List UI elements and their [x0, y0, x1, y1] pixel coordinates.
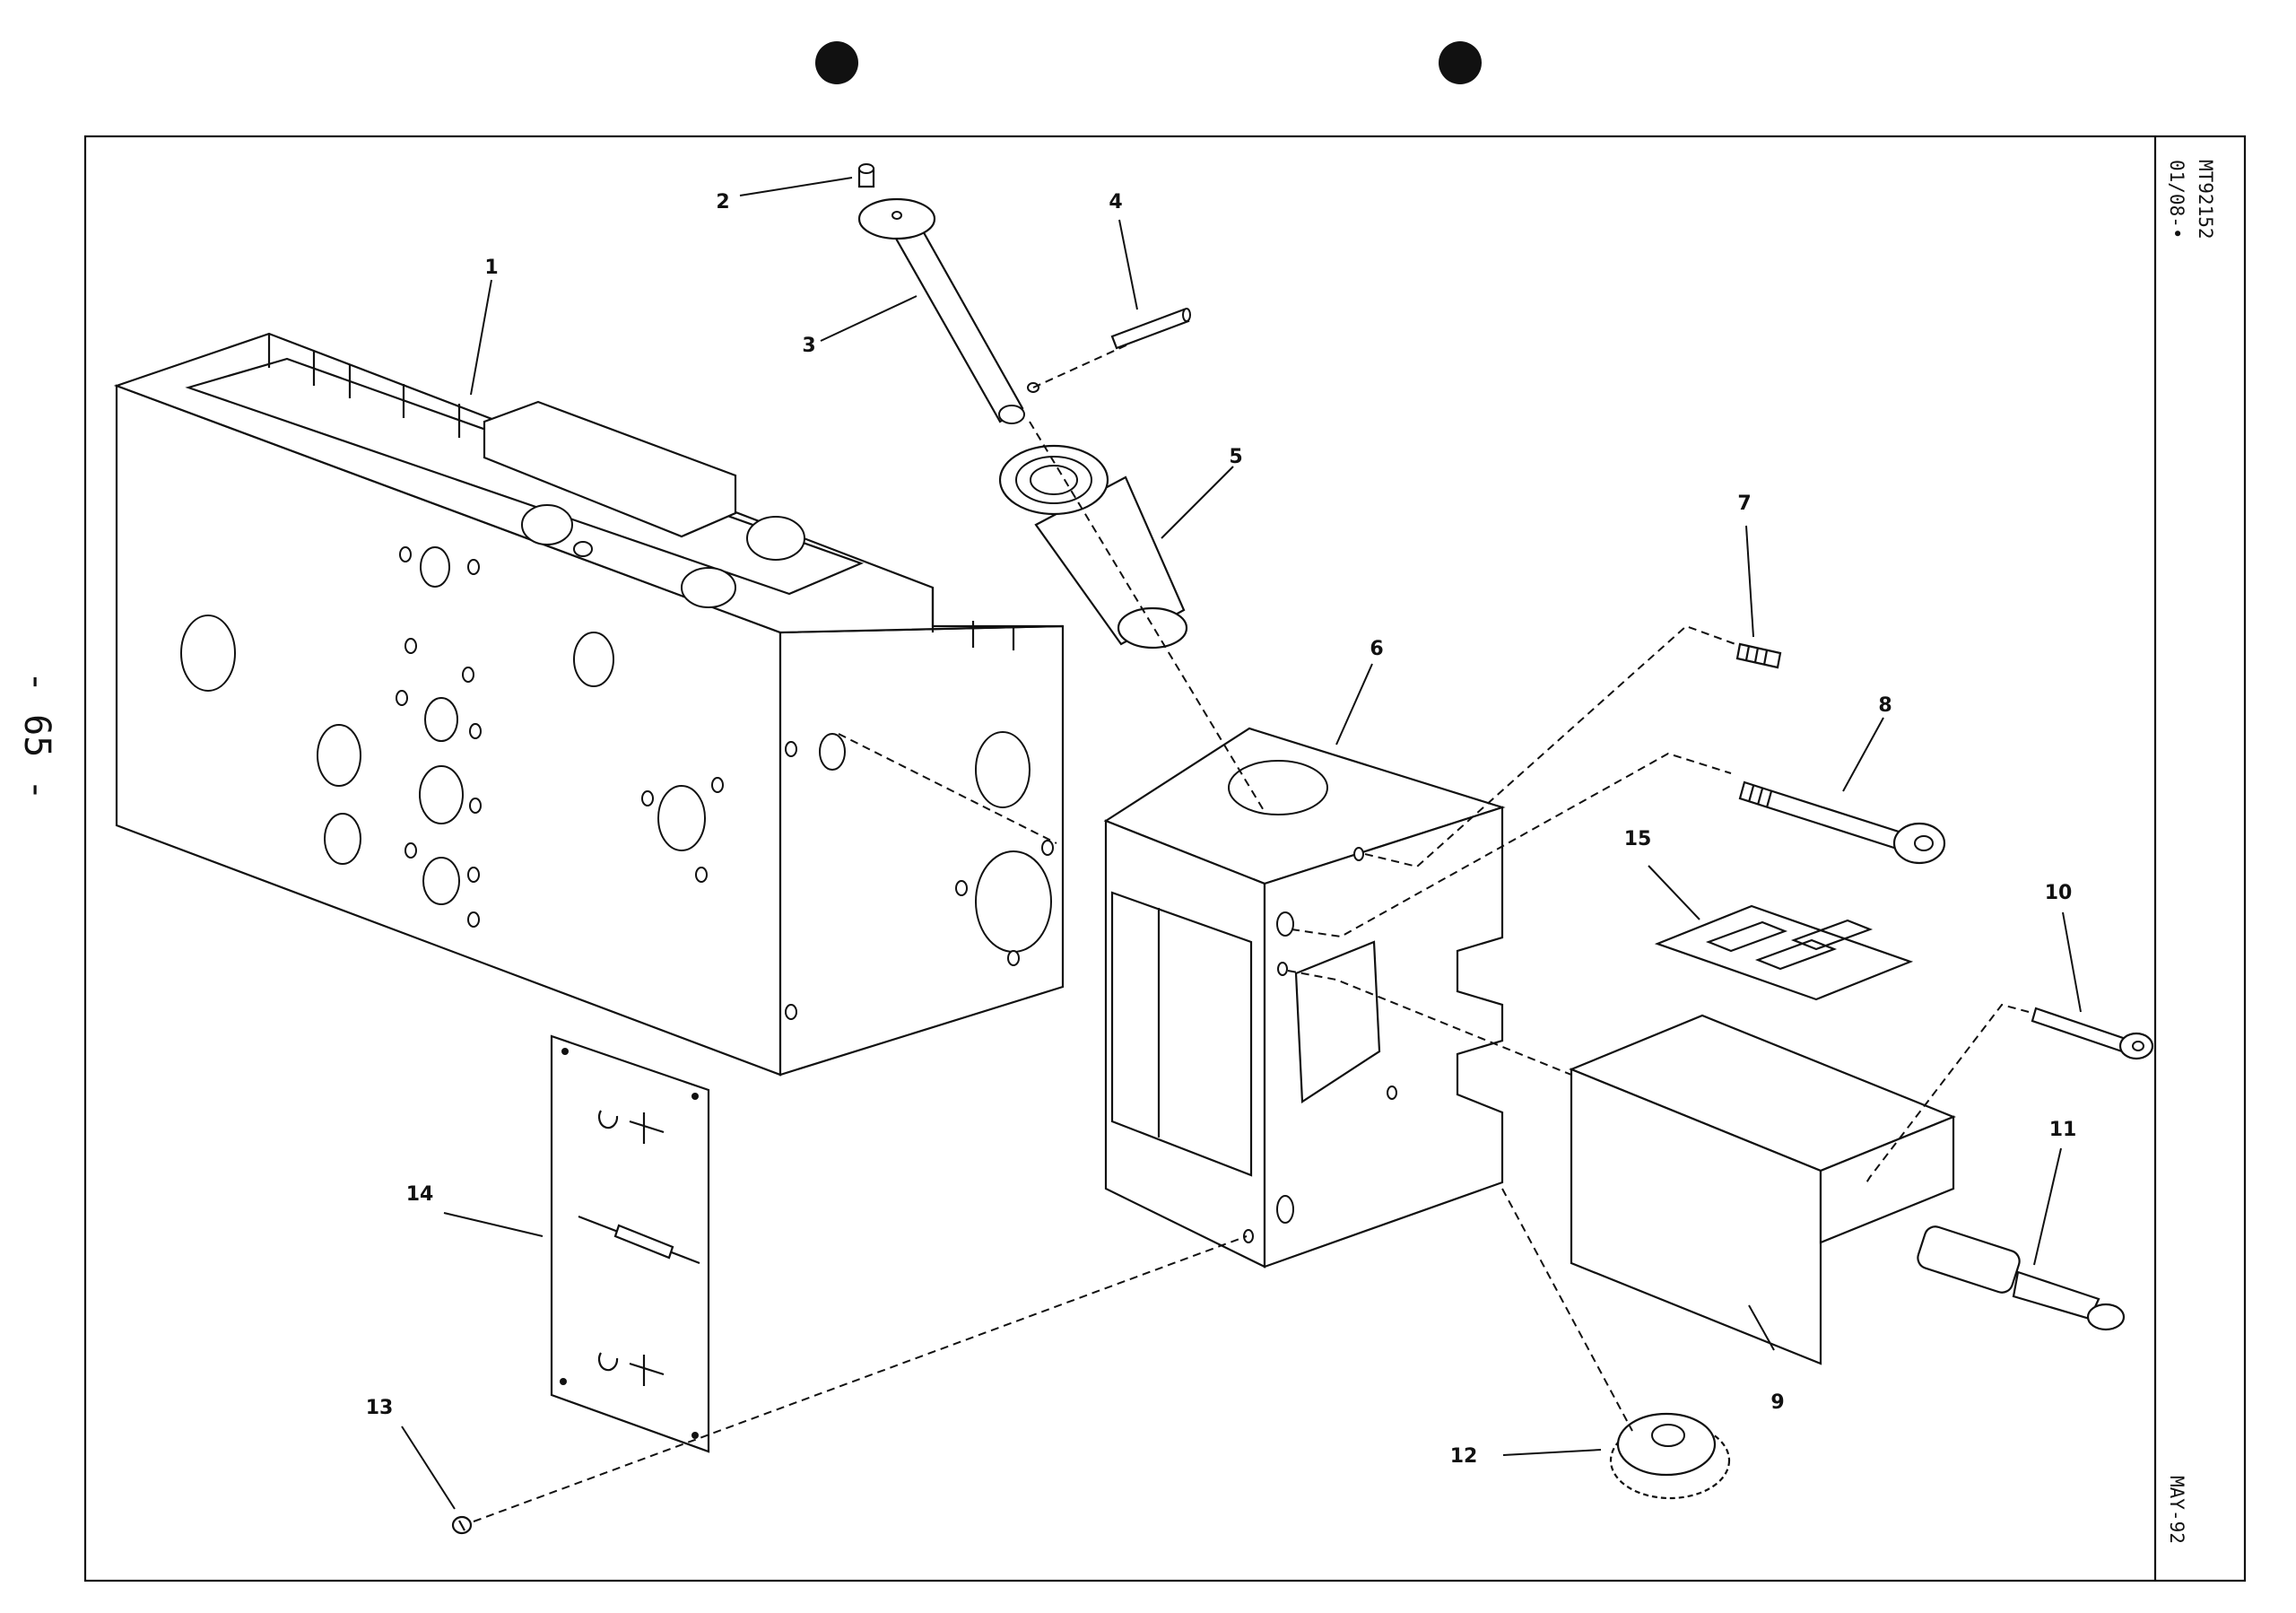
doc-number: MT92152 [2195, 160, 2216, 240]
drawing-date: MAY-92 [2166, 1476, 2187, 1544]
part-11-handle [1917, 1225, 2126, 1331]
callout-10: 10 [2045, 882, 2073, 904]
part-12-gear [1609, 1412, 1731, 1500]
part-3-shaft [857, 197, 1039, 424]
punch-hole-right [1439, 41, 1482, 84]
callout-13: 13 [366, 1397, 394, 1419]
callout-8: 8 [1878, 694, 1892, 717]
leader-lines [401, 177, 2082, 1510]
part-6-bracket [1103, 727, 1506, 1269]
callout-5: 5 [1229, 446, 1242, 468]
callout-4: 4 [1109, 191, 1122, 214]
callout-14: 14 [406, 1183, 434, 1206]
part-8-cap-screw [1738, 780, 1946, 865]
assembly-lines [473, 343, 2030, 1522]
part-14-plate [550, 1034, 710, 1453]
part-7-set-screw [1735, 642, 1782, 669]
part-1-housing [113, 332, 1065, 1077]
callout-2: 2 [716, 191, 729, 214]
part-9-cover [1569, 1014, 1956, 1365]
callout-15: 15 [1624, 828, 1652, 850]
callout-1: 1 [484, 257, 498, 279]
callout-11: 11 [2049, 1119, 2077, 1141]
callout-6: 6 [1370, 638, 1383, 660]
callout-7: 7 [1737, 493, 1751, 515]
part-15-nameplate [1654, 904, 1914, 1001]
revision-code: 01/08-• [2166, 160, 2187, 240]
page-number: - 65 - [16, 671, 57, 801]
drawing-frame [83, 135, 2247, 1582]
part-13-screw [451, 1515, 473, 1535]
callout-3: 3 [802, 335, 815, 357]
part-10-screw [2031, 1007, 2154, 1060]
callout-9: 9 [1770, 1391, 1784, 1414]
part-5-bushing [998, 444, 1188, 650]
callout-12: 12 [1450, 1445, 1478, 1468]
part-4-pin [1110, 308, 1191, 350]
part-2-screw [857, 163, 875, 188]
punch-hole-left [815, 41, 858, 84]
